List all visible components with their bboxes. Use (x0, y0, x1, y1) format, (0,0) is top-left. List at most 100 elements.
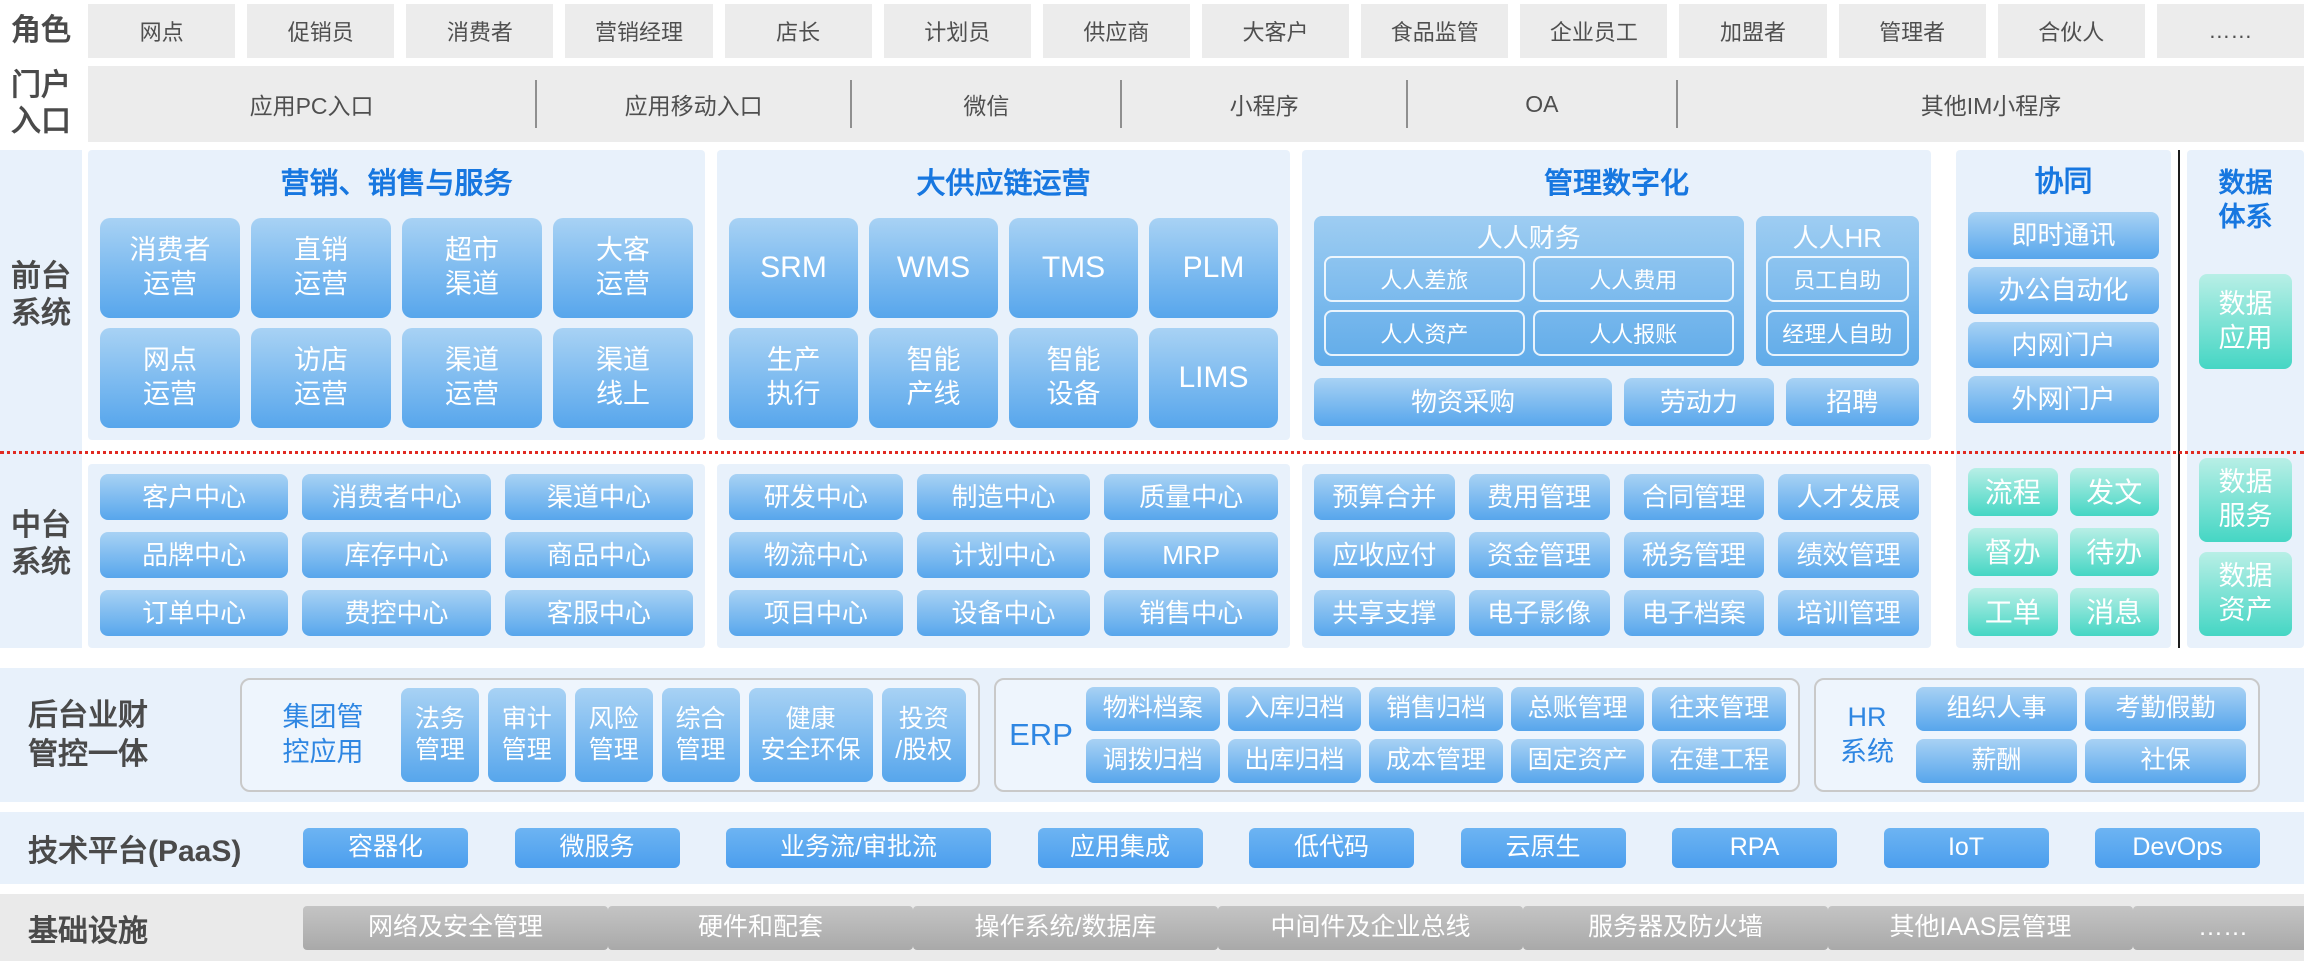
role-chip: 合伙人 (1997, 4, 2145, 58)
mid-marketing-panel: 客户中心 消费者中心 渠道中心 品牌中心 库存中心 商品中心 订单中心 费控中心… (88, 464, 705, 648)
portal-bar: 应用PC入口 应用移动入口 微信 小程序 OA 其他IM小程序 (88, 66, 2304, 142)
erp-tile: 成本管理 (1369, 739, 1503, 783)
section-title: 数据 体系 (2218, 168, 2273, 232)
paas-tile: RPA (1672, 828, 1837, 868)
front-tile: WMS (869, 218, 998, 318)
infra-tile: 网络及安全管理 (303, 905, 608, 950)
front-tile: LIMS (1149, 328, 1278, 428)
mid-tile: 客户中心 (100, 474, 289, 520)
hr-tile: 社保 (2085, 739, 2246, 783)
front-tile: 网点 运营 (100, 328, 240, 428)
mid-tile: 费用管理 (1468, 474, 1610, 520)
mid-tile: 培训管理 (1778, 590, 1919, 636)
mid-tile: 发文 (2069, 468, 2159, 517)
mid-tile: 督办 (1968, 528, 2058, 577)
front-tile: 内网门户 (1968, 321, 2159, 369)
paas-band: 技术平台(PaaS) 容器化 微服务 业务流/审批流 应用集成 低代码 云原生 … (0, 812, 2304, 884)
mid-tile: 设备中心 (916, 590, 1091, 636)
front-tile: 直销 运营 (251, 218, 391, 318)
front-tile: 办公自动化 (1968, 266, 2159, 314)
role-chip-more: …… (2156, 4, 2304, 58)
group-chip: 经理人自助 (1765, 310, 1909, 356)
mid-tile: 商品中心 (504, 532, 693, 578)
front-tile: 物资采购 (1314, 378, 1613, 426)
front-tile: SRM (729, 218, 858, 318)
backoffice-tile: 投资 /股权 (881, 688, 966, 782)
portal-entry: 应用移动入口 (624, 93, 763, 119)
erp-title: ERP (1009, 716, 1073, 752)
portal-entry: 其他IM小程序 (1920, 93, 2062, 119)
mid-tile: 工单 (1968, 588, 2058, 637)
mid-mgmt-panel: 预算合并 费用管理 合同管理 人才发展 应收应付 资金管理 税务管理 绩效管理 … (1302, 464, 1931, 648)
mid-tile: 流程 (1968, 468, 2058, 517)
front-tile: 访店 运营 (251, 328, 391, 428)
hr-tile: 组织人事 (1916, 687, 2077, 731)
vertical-divider (2178, 150, 2180, 648)
role-chip: 网点 (88, 4, 236, 58)
backoffice-label: 后台业财 管控一体 (28, 699, 148, 771)
column-marketing: 营销、销售与服务 消费者 运营 直销 运营 超市 渠道 大客 运营 网点 运营 … (88, 150, 705, 648)
mid-tile: 物流中心 (729, 532, 903, 578)
paas-tile: DevOps (2095, 828, 2260, 868)
portal-separator (850, 80, 853, 128)
hr-system-title: HR 系统 (1840, 701, 1894, 767)
portal-separator (1405, 80, 1408, 128)
hr-tile: 薪酬 (1916, 739, 2077, 783)
column-supply-chain: 大供应链运营 SRM WMS TMS PLM 生产 执行 智能 产线 智能 设备… (717, 150, 1290, 648)
portal-entry: OA (1525, 90, 1559, 117)
front-tile: 智能 设备 (1009, 328, 1138, 428)
paas-tile: 云原生 (1460, 828, 1626, 868)
front-tile: 渠道 线上 (553, 328, 693, 428)
group-chip: 人人费用 (1532, 256, 1734, 302)
front-tile: 劳动力 (1624, 378, 1774, 426)
column-data-system: 数据 体系 数据 应用 数据 服务 数据 资产 (2187, 150, 2304, 648)
backoffice-tile: 审计 管理 (487, 688, 566, 782)
paas-tile: 低代码 (1249, 828, 1414, 868)
role-chip: 营销经理 (565, 4, 713, 58)
mid-tile: 税务管理 (1623, 532, 1765, 578)
role-chip: 企业员工 (1520, 4, 1668, 58)
hr-tile: 考勤假勤 (2085, 687, 2246, 731)
role-chip: 加盟者 (1679, 4, 1827, 58)
backoffice-band: 后台业财 管控一体 集团管 控应用 法务 管理 审计 管理 风险 管理 综合 管… (0, 668, 2304, 802)
mid-tile: 绩效管理 (1778, 532, 1919, 578)
mid-tile: 数据 服务 (2199, 458, 2292, 542)
group-chip: 人人报账 (1532, 310, 1734, 356)
paas-tile: 应用集成 (1037, 828, 1203, 868)
front-marketing-panel: 营销、销售与服务 消费者 运营 直销 运营 超市 渠道 大客 运营 网点 运营 … (88, 150, 705, 440)
front-tile: PLM (1149, 218, 1278, 318)
erp-tile: 往来管理 (1652, 687, 1786, 731)
backoffice-tile: 健康 安全环保 (748, 688, 873, 782)
mid-tile: 研发中心 (729, 474, 903, 520)
front-tile: 数据 应用 (2199, 274, 2292, 369)
front-tile: 即时通讯 (1968, 212, 2159, 259)
section-title: 营销、销售与服务 (280, 168, 513, 200)
mid-tile: 渠道中心 (504, 474, 693, 520)
mid-tile: 库存中心 (302, 532, 491, 578)
everyone-finance-group: 人人财务 人人差旅 人人费用 人人资产 人人报账 (1314, 216, 1744, 366)
role-chip: 大客户 (1201, 4, 1350, 58)
backoffice-tile: 法务 管理 (401, 688, 479, 782)
paas-tile: 微服务 (514, 828, 680, 868)
portal-row-label: 门户 入口 (11, 69, 71, 138)
role-chip: 店长 (724, 4, 872, 58)
erp-tile: 固定资产 (1510, 739, 1645, 783)
role-chip: 计划员 (883, 4, 1031, 58)
main-sections: 前台 系统 中台 系统 营销、销售与服务 消费者 运营 直销 运营 超市 渠道 … (0, 150, 2304, 648)
erp-tile: 调拨归档 (1086, 739, 1220, 783)
everyone-hr-group: 人人HR 员工自助 经理人自助 (1755, 216, 1919, 366)
erp-tile: 总账管理 (1510, 687, 1645, 731)
infra-tile: 中间件及企业总线 (1218, 905, 1523, 950)
front-supply-panel: 大供应链运营 SRM WMS TMS PLM 生产 执行 智能 产线 智能 设备… (717, 150, 1290, 440)
mid-tile: 电子影像 (1468, 590, 1610, 636)
mid-tile: 合同管理 (1623, 474, 1765, 520)
infra-tile: 服务器及防火墙 (1523, 905, 1828, 950)
mid-tile: 预算合并 (1314, 474, 1455, 520)
mid-tile: 费控中心 (302, 590, 491, 636)
front-tile: 招聘 (1785, 378, 1919, 426)
section-title: 管理数字化 (1543, 168, 1689, 200)
column-management-digital: 管理数字化 人人财务 人人差旅 人人费用 人人资产 人人报账 (1302, 150, 1931, 648)
mid-tile: 质量中心 (1104, 474, 1278, 520)
mid-tile: 消息 (2069, 588, 2159, 637)
group-title: 人人HR (1792, 223, 1883, 253)
